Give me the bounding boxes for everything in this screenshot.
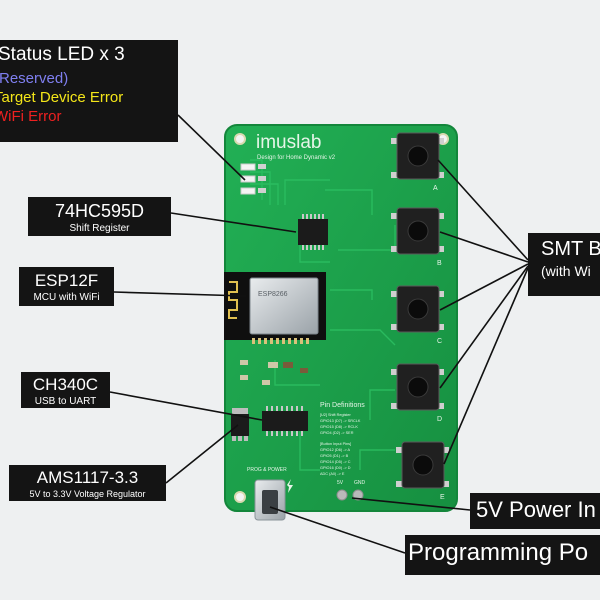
board-brand-text: imuslab <box>256 132 321 153</box>
smt-button-d: D <box>391 363 444 423</box>
status-led-title: Status LED x 3 <box>0 44 125 65</box>
regulator-title: AMS1117-3.3 <box>36 468 139 487</box>
board-tagline-text: Design for Home Dynamic v2 <box>257 155 336 161</box>
buttons-subtitle: (with Wi <box>541 263 591 279</box>
programming-port-callout: Programming Po <box>405 535 600 575</box>
button-letter: C <box>437 338 442 345</box>
smt-button-a: A <box>391 132 444 192</box>
pin-definitions: Pin Definitions [U2] Shift Register GPIO… <box>320 402 365 476</box>
regulator-callout: AMS1117-3.3 5V to 3.3V Voltage Regulator <box>9 465 166 501</box>
smt-button-e: E <box>396 441 449 501</box>
esp12f-module: ESP8266 <box>224 272 326 344</box>
pin-line: GPIO4 (D2) -> SER <box>320 431 354 435</box>
button-letter: E <box>440 494 445 501</box>
shift-register-title: 74HC595D <box>54 201 145 221</box>
shift-register-callout: 74HC595D Shift Register <box>28 197 171 236</box>
esp-chip-marking: ESP8266 <box>258 291 288 298</box>
pin-line: GPIO5 (D1) -> B <box>320 454 349 458</box>
power-input-title: 5V Power In <box>476 497 596 522</box>
programming-port-title: Programming Po <box>408 539 589 566</box>
status-led-line-target-error: Target Device Error <box>0 89 124 106</box>
status-led-line-reserved: (Reserved) <box>0 70 69 87</box>
ch340c-chip <box>262 406 308 436</box>
status-led-callout: Status LED x 3 (Reserved) Target Device … <box>0 40 178 142</box>
smt-button-b: B <box>391 207 444 267</box>
button-letter: B <box>437 260 442 267</box>
button-letter: D <box>437 416 442 423</box>
pin-line: GPIO15 (D8) -> RCLK <box>320 425 358 429</box>
pin-line: ADC (A0) -> E <box>320 472 345 476</box>
mcu-callout: ESP12F MCU with WiFi <box>19 267 114 306</box>
status-led-line-wifi-error: WiFi Error <box>0 108 62 125</box>
regulator-subtitle: 5V to 3.3V Voltage Regulator <box>29 489 146 499</box>
shift-register-chip <box>298 214 328 250</box>
shift-register-subtitle: Shift Register <box>69 223 130 234</box>
button-letter: A <box>433 185 438 192</box>
usb-uart-title: CH340C <box>32 375 99 394</box>
pin-line: [Button Input Pins] <box>320 442 351 446</box>
port-label: PROG & POWER <box>247 467 287 473</box>
pin-line: GPIO14 (D5) -> C <box>320 460 351 464</box>
power-input-callout: 5V Power In <box>470 493 600 529</box>
pin-line: GPIO16 (D0) -> D <box>320 466 351 470</box>
pad-gnd-label: GND <box>354 480 366 486</box>
usb-uart-subtitle: USB to UART <box>34 396 97 407</box>
mcu-title: ESP12F <box>34 271 99 290</box>
callout-leader-lines <box>109 114 529 554</box>
mcu-subtitle: MCU with WiFi <box>33 292 100 303</box>
pin-definitions-title: Pin Definitions <box>320 402 365 409</box>
buttons-callout: SMT Bu (with Wi <box>528 233 600 296</box>
pin-line: GPIO13 (D7) -> SRCLK <box>320 419 361 423</box>
ams1117-regulator <box>231 408 249 441</box>
power-pads: 5V GND <box>336 480 366 501</box>
status-leds <box>240 163 266 195</box>
usb-uart-callout: CH340C USB to UART <box>21 372 110 408</box>
buttons-title: SMT Bu <box>541 238 600 260</box>
pad-5v-label: 5V <box>337 480 344 486</box>
smd-components <box>240 360 308 385</box>
pin-line: GPIO12 (D6) -> A <box>320 448 351 452</box>
pin-line: [U2] Shift Register <box>320 413 352 417</box>
smt-button-c: C <box>391 285 444 345</box>
